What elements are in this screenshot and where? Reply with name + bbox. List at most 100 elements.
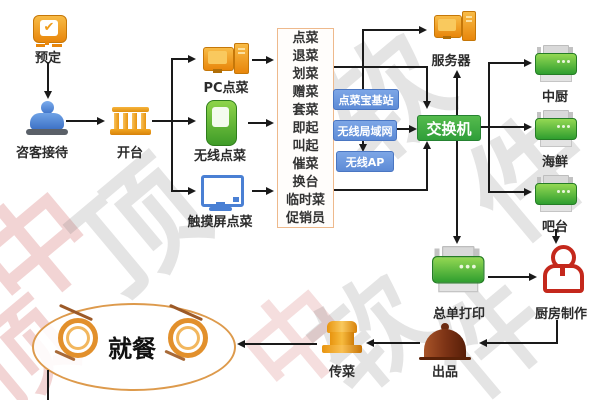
connector-line bbox=[555, 229, 557, 237]
reserve-label: 预定 bbox=[34, 51, 61, 66]
menu-function: 点菜 bbox=[292, 30, 319, 46]
menu-function: 套菜 bbox=[292, 102, 319, 118]
host-person-base bbox=[26, 129, 68, 135]
connector-line bbox=[456, 78, 458, 115]
arrowhead bbox=[237, 340, 245, 348]
pc-monitor-stand bbox=[213, 69, 222, 73]
menu-function: 划菜 bbox=[292, 66, 319, 82]
connector-line bbox=[426, 149, 428, 191]
connector-line bbox=[248, 122, 267, 124]
connector-line bbox=[489, 191, 525, 193]
arrowhead bbox=[266, 56, 274, 64]
connector-line bbox=[172, 120, 189, 122]
arrowhead bbox=[266, 119, 274, 127]
kitchen-person-body bbox=[543, 264, 584, 293]
connector-line bbox=[172, 190, 189, 192]
server-tower-icon bbox=[462, 11, 476, 41]
arrowhead bbox=[188, 187, 196, 195]
touch-monitor-stand bbox=[216, 202, 225, 207]
plate-icon bbox=[168, 318, 208, 358]
open-table-icon bbox=[112, 107, 149, 112]
arrowhead bbox=[529, 273, 537, 281]
arrowhead bbox=[419, 26, 427, 34]
connector-line bbox=[152, 120, 172, 122]
menu-function: 临时菜 bbox=[285, 192, 325, 208]
connector-line bbox=[397, 128, 410, 130]
checkmark-icon: ✔ bbox=[40, 20, 58, 36]
open-table-column bbox=[123, 113, 128, 129]
host-person-body bbox=[30, 113, 64, 130]
total-print-icon bbox=[432, 246, 485, 293]
arrowhead bbox=[453, 70, 461, 78]
printer-icon bbox=[535, 110, 577, 147]
arrowhead bbox=[409, 125, 417, 133]
printer-kitchen-label: 中厨 bbox=[541, 90, 568, 105]
menu-function: 换台 bbox=[292, 174, 319, 190]
connector-line bbox=[171, 58, 173, 192]
arrowhead bbox=[524, 59, 532, 67]
connector-line bbox=[172, 58, 189, 60]
arrowhead bbox=[453, 236, 461, 244]
serve-out-label: 出品 bbox=[431, 365, 458, 380]
menu-functions-box: 点菜 退菜 划菜 赠菜 套菜 即起 叫起 催菜 换台 临时菜 促销员 bbox=[277, 28, 334, 228]
open-table-column bbox=[114, 113, 119, 129]
arrowhead bbox=[366, 339, 374, 347]
wireless-ap-box: 无线AP bbox=[336, 151, 394, 172]
open-table-column bbox=[132, 113, 137, 129]
open-table-label: 开台 bbox=[116, 146, 143, 161]
menu-function: 叫起 bbox=[292, 138, 319, 154]
connector-line bbox=[362, 140, 364, 145]
connector-line bbox=[487, 342, 558, 344]
server-monitor-stand bbox=[443, 36, 451, 39]
cloche-base bbox=[419, 357, 471, 360]
connector-line bbox=[488, 276, 530, 278]
host-person-icon bbox=[41, 101, 54, 114]
printer-bar-label: 吧台 bbox=[541, 220, 568, 235]
arrowhead bbox=[188, 117, 196, 125]
arrowhead bbox=[524, 123, 532, 131]
arrowhead bbox=[97, 117, 105, 125]
reservation-monitor-icon: ✔ bbox=[33, 15, 67, 43]
open-table-column bbox=[141, 113, 146, 129]
wireless-order-device-icon bbox=[206, 100, 237, 146]
printer-icon bbox=[535, 175, 577, 212]
base-station-box: 点菜宝基站 bbox=[333, 89, 399, 110]
connector-line bbox=[252, 59, 267, 61]
arrowhead bbox=[266, 187, 274, 195]
pc-order-monitor-icon bbox=[203, 47, 234, 71]
dining-label: 就餐 bbox=[108, 335, 156, 363]
pass-dish-hat-mid bbox=[330, 332, 354, 346]
pass-dish-label: 传菜 bbox=[328, 365, 355, 380]
arrowhead bbox=[524, 188, 532, 196]
connector-line bbox=[362, 29, 420, 31]
pc-tower-icon bbox=[234, 43, 249, 74]
printer-seafood-label: 海鲜 bbox=[541, 155, 568, 170]
total-print-label: 总单打印 bbox=[432, 307, 485, 322]
kitchen-make-label: 厨房制作 bbox=[534, 307, 587, 322]
connector-line bbox=[489, 62, 525, 64]
wlan-box: 无线局域网 bbox=[333, 120, 397, 141]
connector-line bbox=[252, 190, 267, 192]
menu-function: 赠菜 bbox=[292, 84, 319, 100]
menu-function: 即起 bbox=[292, 120, 319, 136]
printer-icon bbox=[535, 45, 577, 82]
cloche-knob bbox=[441, 323, 449, 331]
connector-line bbox=[489, 126, 525, 128]
connector-line bbox=[426, 66, 428, 102]
arrowhead bbox=[552, 236, 560, 244]
menu-function: 催菜 bbox=[292, 156, 319, 172]
pass-dish-hat-brim bbox=[322, 345, 362, 353]
connector-line bbox=[480, 126, 489, 128]
menu-function: 退菜 bbox=[292, 48, 319, 64]
kitchen-person-tie bbox=[560, 265, 565, 276]
connector-line bbox=[456, 139, 458, 237]
plate-icon bbox=[58, 318, 98, 358]
touch-order-label: 触摸屏点菜 bbox=[187, 215, 253, 230]
connector-line bbox=[245, 343, 317, 345]
connector-line bbox=[374, 342, 420, 344]
arrowhead bbox=[188, 55, 196, 63]
connector-line bbox=[333, 66, 427, 68]
host-label: 咨客接待 bbox=[15, 146, 68, 161]
connector-line bbox=[362, 29, 364, 89]
arrowhead bbox=[423, 101, 431, 109]
